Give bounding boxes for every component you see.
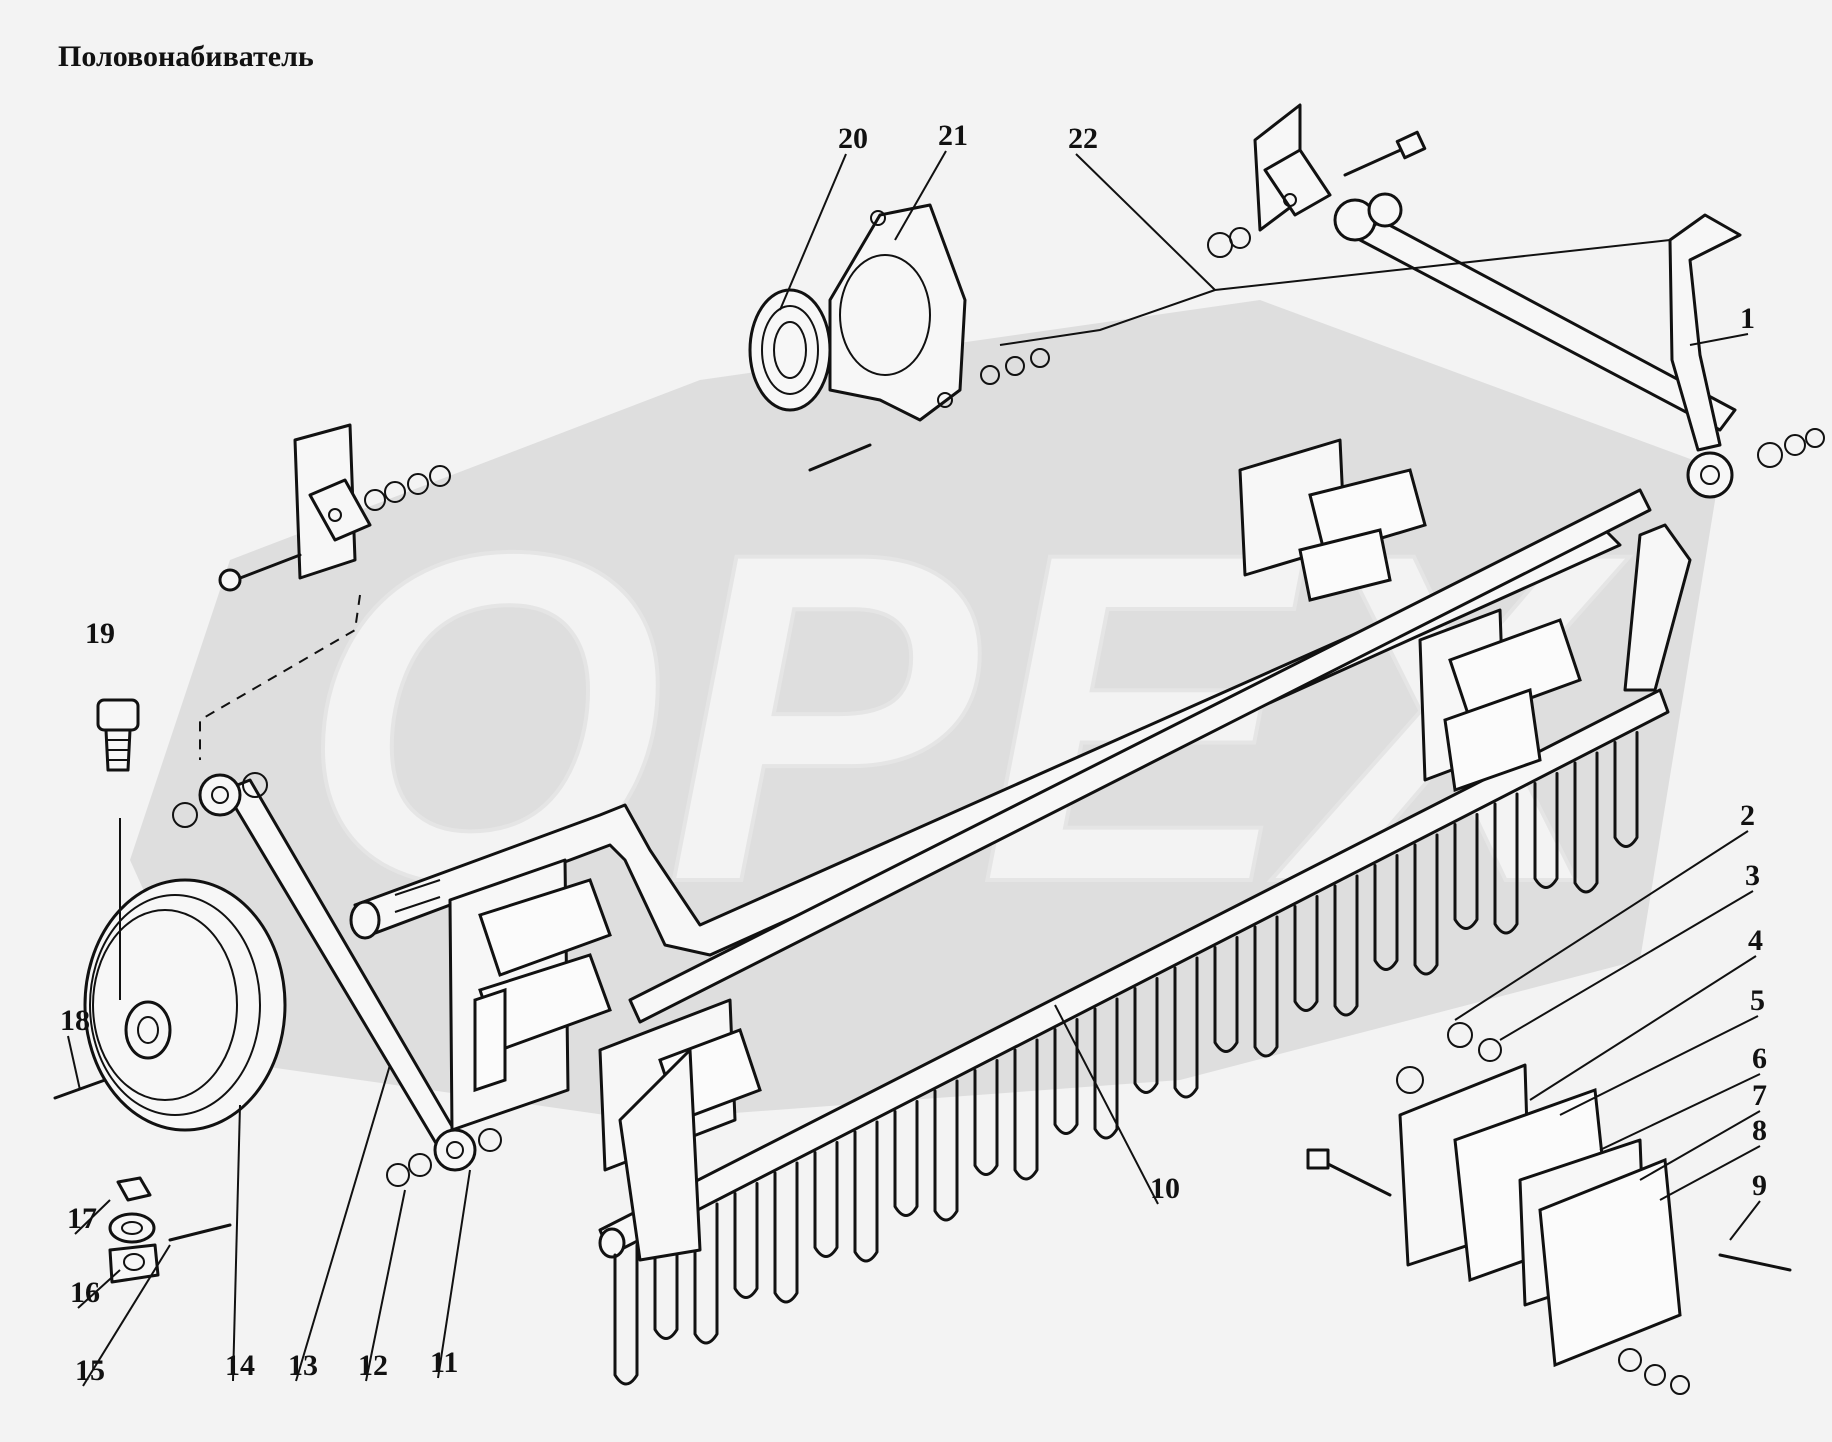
callout-leader-18 [67,1035,81,1091]
callout-leader-21 [894,150,947,241]
top-bracket [1207,103,1427,258]
callout-5: 5 [1750,984,1765,1017]
rake-tine [1013,1038,1039,1181]
callout-3: 3 [1745,859,1760,892]
callout-15: 15 [75,1354,105,1387]
crank-lever [1358,213,1825,692]
rake-tine [1253,915,1279,1058]
rake-tine [693,1202,719,1345]
callout-17: 17 [67,1202,97,1235]
callout-2: 2 [1740,799,1755,832]
callout-7: 7 [1752,1079,1767,1112]
callout-11: 11 [430,1346,458,1379]
wood-block-mid [1238,438,1427,602]
drive-shaft [349,523,1622,957]
rake-tine [973,1059,999,1176]
callout-16: 16 [70,1276,100,1309]
rake-tine [933,1079,959,1222]
callout-leader-12 [365,1189,406,1382]
callout-leader-6 [1599,1073,1761,1151]
callout-leader-13 [295,1064,391,1382]
rake-tine [853,1120,879,1263]
callout-leader-14 [232,1104,241,1382]
callout-leader-20 [779,153,847,311]
diagram-title: Половонабиватель [58,40,314,73]
rake-tine [1493,792,1519,935]
callout-leader-10 [1054,1004,1159,1205]
callout-6: 6 [1752,1042,1767,1075]
callout-leader-17 [74,1199,111,1235]
rake-tine [1413,833,1439,976]
rake-tine [733,1182,759,1299]
rake-tine [1573,751,1599,894]
bolt-19 [96,698,140,772]
callout-leader-15 [82,1244,171,1387]
callout-leader-8 [1659,1145,1761,1201]
callout-10: 10 [1150,1172,1180,1205]
callout-leader-7 [1639,1110,1761,1181]
pulley-sprocket [83,818,287,1132]
callout-leader-3 [1499,890,1754,1041]
callout-20: 20 [838,122,868,155]
rake-tine [1533,772,1559,889]
callout-12: 12 [358,1349,388,1382]
rake-tines [613,731,1639,1386]
rake-tine [1333,874,1359,1017]
rake-tine [1213,936,1239,1053]
callout-leader-2 [1454,830,1749,1021]
callout-8: 8 [1752,1114,1767,1147]
callout-22: 22 [1068,122,1098,155]
rake-tine [1053,1018,1079,1135]
rake-tine [773,1161,799,1304]
callout-leader-5 [1559,1015,1759,1116]
callout-19: 19 [85,617,115,650]
callout-1: 1 [1740,302,1755,335]
rake-tine [1293,895,1319,1012]
callout-leader-16 [77,1269,121,1309]
bearing-housing [748,203,1050,472]
callout-18: 18 [60,1004,90,1037]
callout-4: 4 [1748,924,1763,957]
callout-13: 13 [288,1349,318,1382]
shaft-leader-lines [999,239,1671,346]
rake-tine [1133,977,1159,1094]
callout-14: 14 [225,1349,255,1382]
callout-21: 21 [938,119,968,152]
callout-leader-22 [1075,153,1216,291]
wood-block-lower [598,998,762,1262]
rake-tine [1613,731,1639,848]
connecting-rod [172,772,502,1187]
rake-tine [893,1100,919,1217]
left-bracket [199,423,451,760]
callout-leader-9 [1729,1200,1761,1241]
wood-block-right [1418,608,1582,793]
rake-tine [813,1141,839,1258]
wood-block-left [448,858,612,1132]
rake-tine [1453,813,1479,930]
fasteners-left [53,1078,232,1284]
bearing-block-exploded [1306,1022,1792,1395]
callout-leader-11 [437,1169,471,1379]
callout-leader-1 [1689,333,1749,346]
callout-9: 9 [1752,1169,1767,1202]
rake-tine [1173,956,1199,1099]
callout-leader-4 [1529,955,1757,1101]
rake-frame [598,488,1670,1386]
rake-tine [1373,854,1399,971]
rake-tine [1093,997,1119,1140]
rake-tine [613,1243,639,1386]
rake-tine [653,1223,679,1340]
